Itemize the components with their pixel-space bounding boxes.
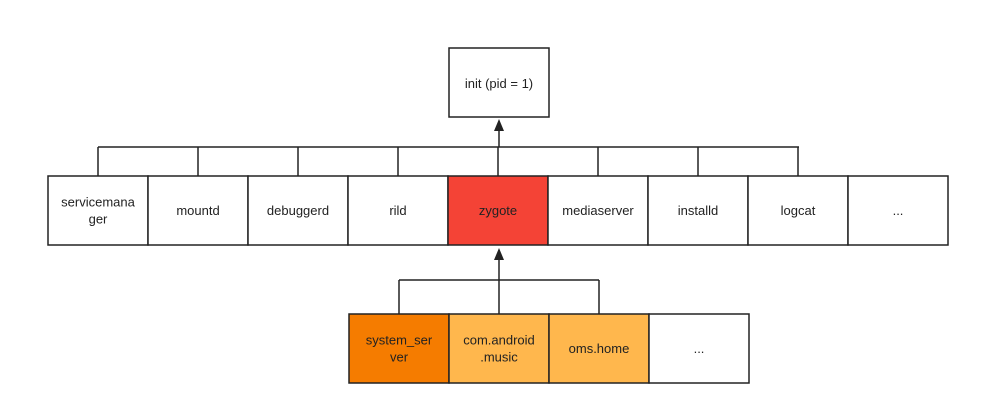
node-installd: installd xyxy=(647,175,749,246)
node-rild: rild xyxy=(347,175,449,246)
node-mountd-label: mountd xyxy=(176,203,219,218)
node-servicemanager: servicemana ger xyxy=(47,175,149,246)
daemon-row: servicemana ger mountd debuggerd rild zygote m… xyxy=(47,175,949,246)
child-com-android-music-box xyxy=(448,313,550,384)
node-installd-label: installd xyxy=(678,203,718,218)
child-oms-home-box xyxy=(548,313,650,384)
node-more-label: ... xyxy=(893,203,904,218)
child-system-server-label: ver xyxy=(390,350,409,365)
node-servicemanager-box xyxy=(47,175,149,246)
node-logcat-box xyxy=(747,175,849,246)
child-system-server-label: system_ser xyxy=(366,333,433,348)
arrow-to-zygote xyxy=(494,248,504,260)
node-installd-box xyxy=(647,175,749,246)
node-mountd: mountd xyxy=(147,175,249,246)
child-system-server-box xyxy=(348,313,450,384)
node-zygote: zygote xyxy=(447,175,549,246)
zygote-children-row: system_server com.android .music oms.home..… xyxy=(348,313,750,384)
node-servicemanager-label: servicemana xyxy=(61,195,135,210)
node-debuggerd: debuggerd xyxy=(247,175,349,246)
node-mediaserver: mediaserver xyxy=(547,175,649,246)
node-debuggerd-box xyxy=(247,175,349,246)
child-more-label: ... xyxy=(694,341,705,356)
node-mountd-box xyxy=(147,175,249,246)
node-logcat-label: logcat xyxy=(781,203,816,218)
child-oms-home: oms.home xyxy=(548,313,650,384)
node-mediaserver-label: mediaserver xyxy=(562,203,634,218)
arrow-to-init xyxy=(494,119,504,131)
root-box xyxy=(448,47,550,118)
child-system-server: system_server xyxy=(348,313,450,384)
root-node: init (pid = 1) xyxy=(448,47,550,118)
node-rild-label: rild xyxy=(389,203,406,218)
node-logcat: logcat xyxy=(747,175,849,246)
child-more-box xyxy=(648,313,750,384)
node-zygote-label: zygote xyxy=(479,203,517,218)
node-more-box xyxy=(847,175,949,246)
child-oms-home-label: oms.home xyxy=(569,341,630,356)
connectors xyxy=(97,119,799,314)
node-mediaserver-box xyxy=(547,175,649,246)
child-com-android-music: com.android .music xyxy=(448,313,550,384)
node-debuggerd-label: debuggerd xyxy=(267,203,329,218)
child-com-android-music-label: com.android xyxy=(463,333,535,348)
root-label: init (pid = 1) xyxy=(465,76,533,91)
node-servicemanager-label: ger xyxy=(89,212,108,227)
child-more: ... xyxy=(648,313,750,384)
node-more: ... xyxy=(847,175,949,246)
child-com-android-music-label: .music xyxy=(480,350,518,365)
